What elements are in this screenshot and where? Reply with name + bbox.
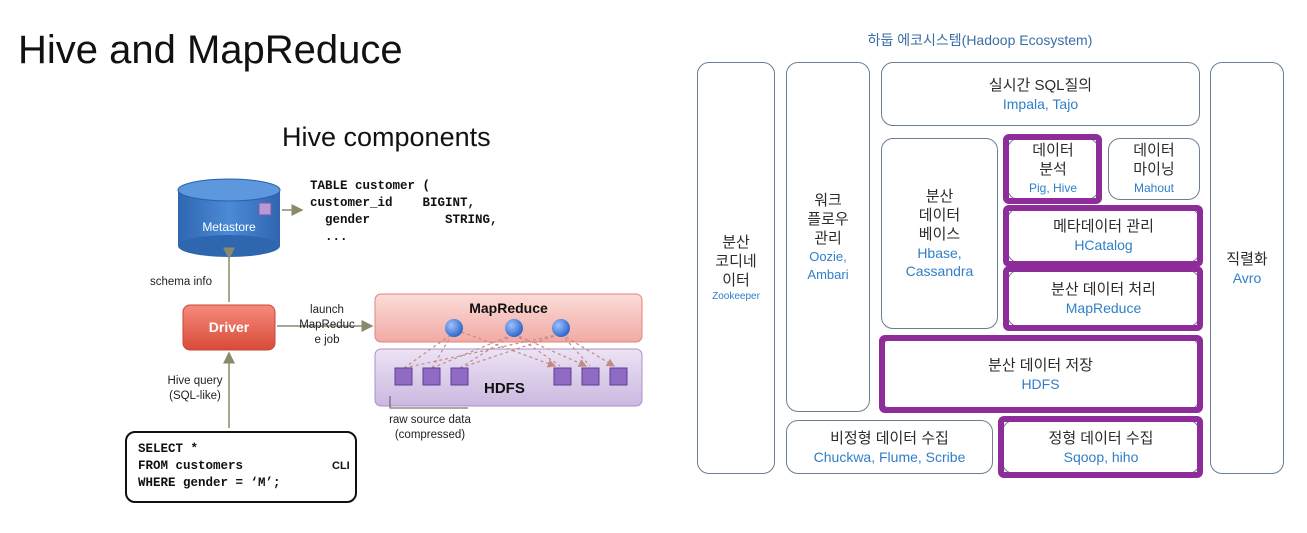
mining-label: 데이터 마이닝 (1133, 142, 1175, 178)
driver-label: Driver (208, 319, 250, 335)
hdfs-band (374, 348, 643, 407)
coordinator-label: 분산 코디네 이터 (715, 233, 757, 289)
hdfs-block (394, 367, 413, 386)
nosql-tech: Hbase, Cassandra (905, 245, 974, 279)
storage-box: 분산 데이터 저장 HDFS (881, 338, 1200, 410)
mining-tech: Mahout (1133, 181, 1175, 195)
workflow-tech: Oozie, Ambari (807, 248, 849, 282)
coordinator-box: 분산 코디네 이터 Zookeeper (697, 62, 775, 474)
metastore-cylinder (177, 178, 281, 257)
mapreduce-node (505, 319, 523, 337)
page-title: Hive and MapReduce (18, 28, 403, 72)
mapreduce-node (552, 319, 570, 337)
hdfs-block (450, 367, 469, 386)
analysis-tech: Pig, Hive (1028, 181, 1078, 195)
workflow-box: 워크 플로우 관리 Oozie, Ambari (786, 62, 870, 412)
metadata-tech: HCatalog (1074, 237, 1133, 253)
driver-box (182, 304, 276, 351)
hdfs-block (553, 367, 572, 386)
realtime-sql-box: 실시간 SQL질의 Impala, Tajo (881, 62, 1200, 126)
metadata-label: 메타데이터 관리 (1053, 218, 1154, 235)
nosql-label: 분산 데이터 베이스 (918, 188, 961, 243)
cli-box (125, 431, 357, 503)
serialization-tech: Avro (1232, 269, 1262, 286)
sql-query: SELECT * FROM customers WHERE gender = ‘… (138, 442, 281, 490)
metadata-box: 메타데이터 관리 HCatalog (1007, 208, 1200, 263)
coordinator-tech: Zookeeper (712, 290, 760, 302)
realtime-sql-label: 실시간 SQL질의 (988, 76, 1093, 94)
cli-label: CLI (332, 460, 350, 472)
ecosystem-title: 하둡 에코시스템(Hadoop Ecosystem) (867, 32, 1093, 48)
hdfs-block (422, 367, 441, 386)
structured-box: 정형 데이터 수집 Sqoop, hiho (1002, 420, 1200, 474)
realtime-sql-tech: Impala, Tajo (1002, 95, 1079, 112)
mapreduce-band (374, 293, 643, 343)
launch-job-label: launch MapReduc e job (299, 304, 355, 346)
hdfs-block (609, 367, 628, 386)
processing-box: 분산 데이터 처리 MapReduce (1007, 270, 1200, 327)
mapreduce-node (445, 319, 463, 337)
storage-label: 분산 데이터 저장 (988, 356, 1093, 374)
processing-tech: MapReduce (1065, 300, 1142, 316)
unstructured-label: 비정형 데이터 수집 (830, 429, 949, 447)
table-definition: TABLE customer ( customer_id BIGINT, gen… (310, 179, 498, 244)
mapreduce-label: MapReduce (469, 300, 548, 316)
hdfs-block (581, 367, 600, 386)
unstructured-tech: Chuckwa, Flume, Scribe (813, 448, 966, 465)
serialization-label: 직렬화 (1226, 250, 1268, 268)
components-title: Hive components (282, 122, 491, 152)
unstructured-box: 비정형 데이터 수집 Chuckwa, Flume, Scribe (786, 420, 993, 474)
metastore-label: Metastore (202, 220, 256, 234)
raw-source-label: raw source data (compressed) (389, 414, 471, 441)
nosql-box: 분산 데이터 베이스 Hbase, Cassandra (881, 138, 998, 329)
hive-query-label: Hive query (SQL-like) (167, 375, 223, 402)
processing-label: 분산 데이터 처리 (1051, 281, 1156, 298)
hive-components-diagram (125, 178, 643, 503)
structured-label: 정형 데이터 수집 (1048, 429, 1154, 447)
mining-box: 데이터 마이닝 Mahout (1108, 138, 1200, 200)
structured-tech: Sqoop, hiho (1063, 448, 1139, 465)
storage-tech: HDFS (1021, 375, 1060, 392)
schema-info-label: schema info (150, 276, 213, 288)
analysis-box: 데이터 분석 Pig, Hive (1007, 138, 1099, 200)
analysis-label: 데이터 분석 (1032, 142, 1074, 178)
serialization-box: 직렬화 Avro (1210, 62, 1284, 474)
hdfs-label: HDFS (484, 380, 525, 397)
workflow-label: 워크 플로우 관리 (807, 191, 849, 247)
